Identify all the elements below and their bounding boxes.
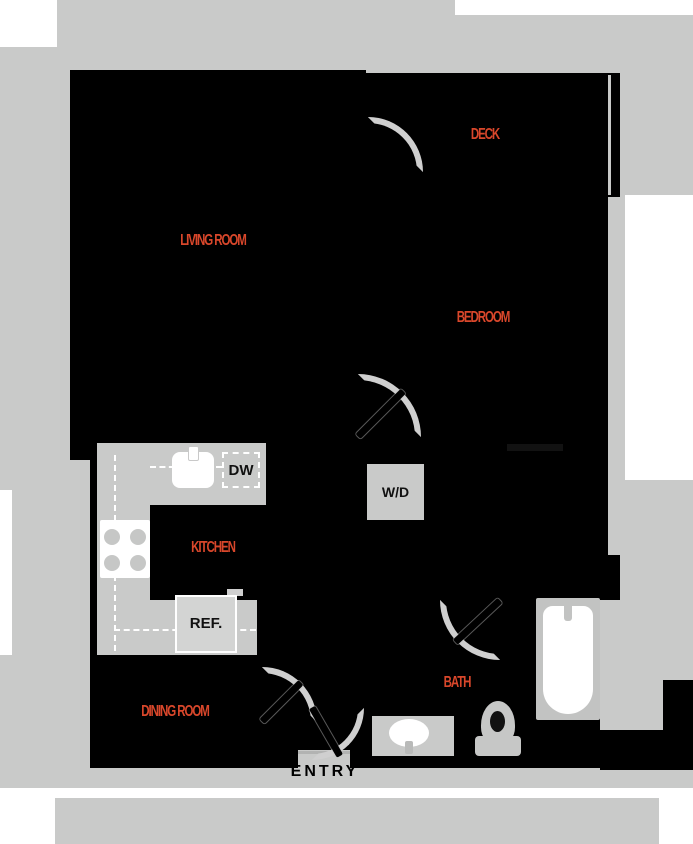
stove-burner	[104, 555, 120, 571]
background-patch-bottom-gray	[55, 798, 659, 844]
washer-dryer: W/D	[367, 464, 424, 520]
floor-bath-extension	[600, 555, 620, 600]
bathtub-faucet	[564, 606, 572, 621]
entry-label: ENTRY	[290, 763, 360, 780]
kitchen-label: KITCHEN	[191, 539, 236, 556]
background-patch-left	[0, 490, 12, 655]
bathtub	[543, 606, 593, 714]
stove-burner	[104, 529, 120, 545]
dining-room-label: DINING ROOM	[141, 703, 210, 720]
background-patch-top-right	[455, 0, 693, 15]
deck-railing-line	[608, 75, 611, 195]
toilet-seat-opening	[490, 711, 505, 732]
background-patch-top-left	[0, 0, 57, 47]
stove-burner	[130, 555, 146, 571]
vanity-faucet	[405, 741, 413, 754]
kitchen-faucet	[188, 446, 199, 461]
dishwasher: DW	[222, 452, 260, 488]
floor-living-room	[70, 70, 366, 460]
refrigerator: REF.	[175, 595, 237, 653]
stove-burner	[130, 529, 146, 545]
washer-dryer-label: W/D	[381, 484, 410, 500]
bedroom-label: BEDROOM	[456, 309, 511, 326]
bath-label: BATH	[443, 674, 472, 691]
dishwasher-label: DW	[228, 462, 254, 479]
refrigerator-label: REF.	[189, 615, 223, 632]
floor-corner-right-b	[600, 730, 693, 770]
refrigerator-handle	[227, 589, 243, 596]
background-patch-right	[625, 195, 693, 480]
living-room-label: LIVING ROOM	[180, 232, 247, 249]
closet-shelf-line	[507, 444, 563, 451]
deck-label: DECK	[470, 126, 500, 143]
